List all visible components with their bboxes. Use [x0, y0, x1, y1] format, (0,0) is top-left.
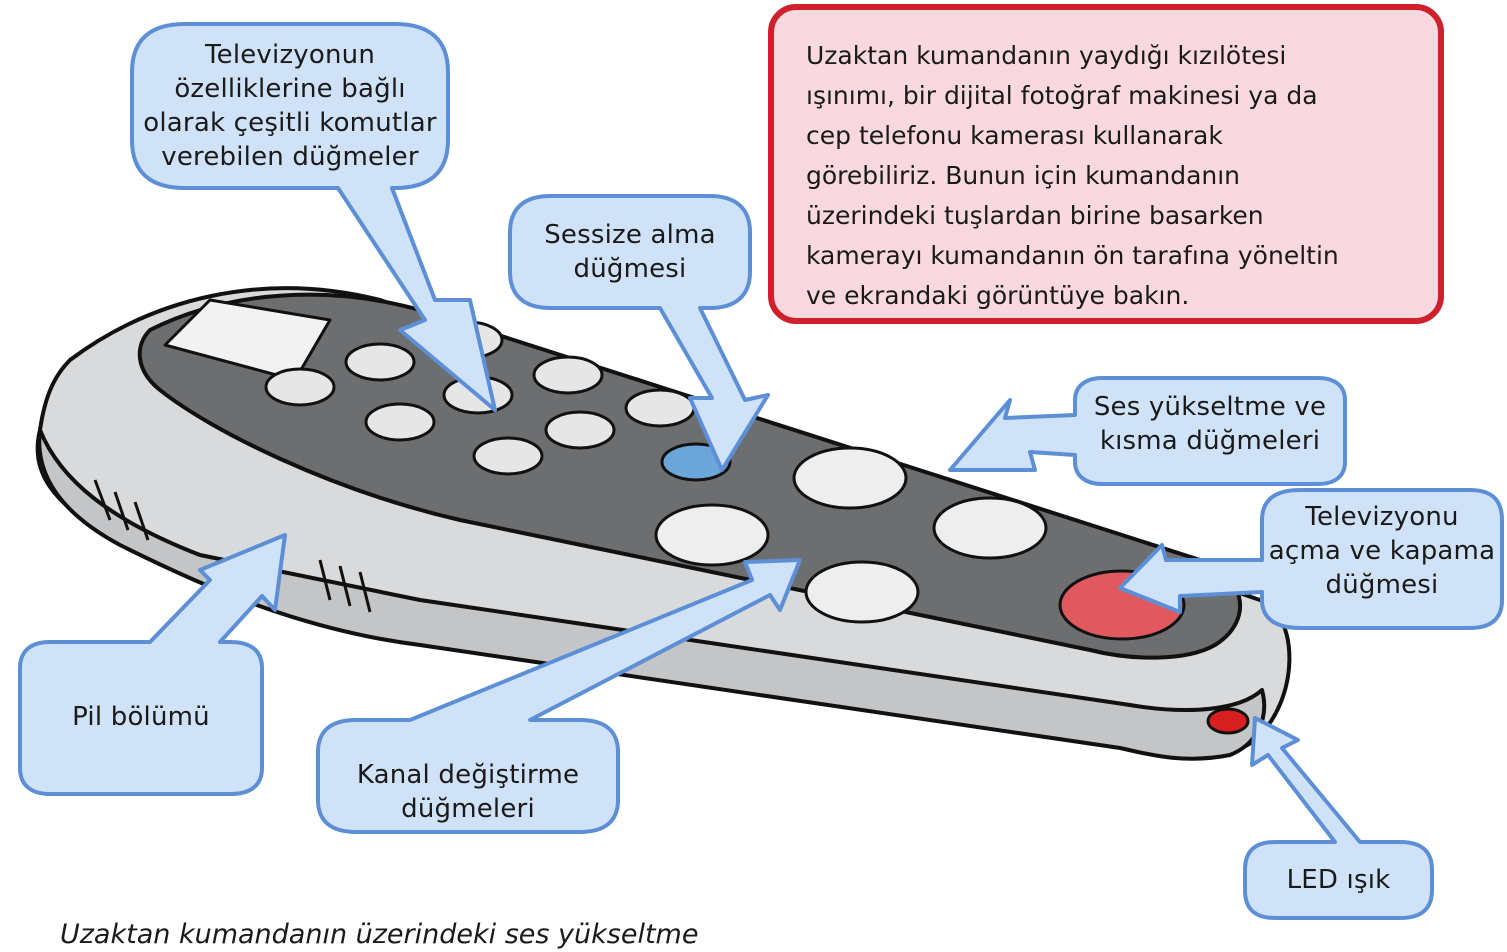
callout-mute — [508, 194, 770, 472]
info-line: üzerindeki tuşlardan birine basarken — [806, 201, 1264, 230]
info-line: cep telefonu kamerası kullanarak — [806, 121, 1223, 150]
remote-side — [37, 428, 1267, 761]
callout-feature-buttons — [130, 22, 497, 412]
remote-control — [35, 286, 1292, 761]
callout-power — [1118, 488, 1504, 630]
label-power-button: Televizyonu açma ve kapama düğmesi — [1268, 502, 1496, 600]
label-volume-buttons: Ses yükseltme ve kısma düğmeleri — [1093, 392, 1327, 456]
info-line: Uzaktan kumandanın yaydığı kızılötesi — [806, 41, 1287, 70]
info-line: ve ekrandaki görüntüye bakın. — [806, 281, 1190, 310]
info-line: kamerayı kumandanın ön tarafına yöneltin — [806, 241, 1339, 270]
battery-grooves — [93, 479, 372, 613]
callout-volume — [948, 376, 1347, 486]
label-battery: Pil bölümü — [72, 702, 210, 732]
led-light — [1206, 707, 1250, 735]
info-line: görebiliriz. Bunun için kumandanın — [806, 161, 1241, 190]
label-led: LED ışık — [1286, 865, 1391, 895]
label-channel-buttons: Kanal değiştirme düğmeleri — [356, 760, 580, 824]
bottom-text: Uzaktan kumandanın üzerindeki ses yüksel… — [60, 919, 699, 950]
info-box: Uzaktan kumandanın yaydığı kızılötesi ış… — [768, 4, 1444, 324]
rocker-buttons — [654, 446, 1048, 624]
callout-channel — [316, 558, 802, 834]
info-line: ışınımı, bir dijital fotoğraf makinesi y… — [806, 81, 1318, 110]
callout-led — [1243, 716, 1434, 920]
label-mute-button: Sessize alma düğmesi — [544, 220, 716, 284]
label-feature-buttons: Televizyonun özelliklerine bağlı olarak … — [143, 40, 437, 172]
callout-battery — [18, 533, 287, 796]
ir-window — [163, 298, 332, 382]
